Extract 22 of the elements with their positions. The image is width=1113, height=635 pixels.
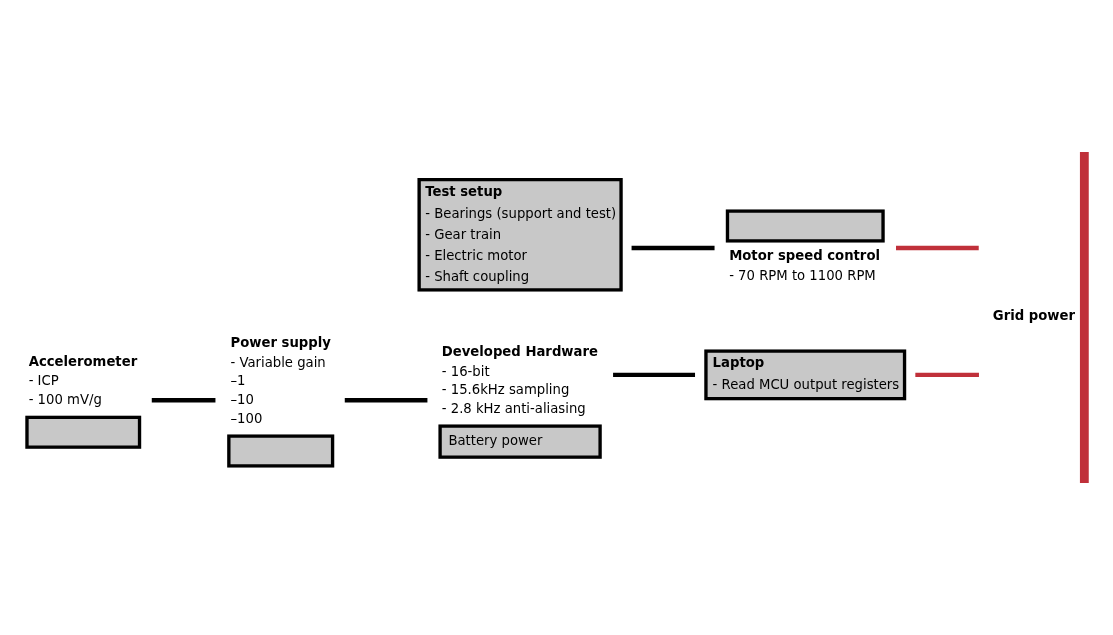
- connector: [613, 372, 696, 378]
- node-label: Motor speed control: [729, 247, 881, 263]
- node-label: Accelerometer: [28, 353, 138, 369]
- connector: [915, 372, 979, 378]
- connector: [151, 398, 216, 403]
- connector: [631, 245, 715, 251]
- node-label: - 70 RPM to 1100 RPM: [729, 267, 876, 283]
- connector: [344, 398, 428, 403]
- node-label: - 16-bit: [441, 363, 490, 379]
- node-label: - 100 mV/g: [28, 392, 102, 408]
- node-label: –100: [230, 410, 263, 426]
- node-label: –1: [230, 373, 246, 389]
- node-label: –10: [230, 392, 254, 408]
- connector: [896, 245, 979, 251]
- node-label: Grid power: [992, 307, 1075, 323]
- node-label: - Variable gain: [230, 354, 326, 370]
- node-label: - ICP: [28, 373, 59, 389]
- node-label: - 2.8 kHz anti-aliasing: [441, 401, 586, 417]
- node-box: [1079, 152, 1089, 483]
- node-label: Developed Hardware: [441, 343, 598, 359]
- node-label: - 15.6kHz sampling: [441, 382, 570, 398]
- node-label: Power supply: [230, 334, 331, 350]
